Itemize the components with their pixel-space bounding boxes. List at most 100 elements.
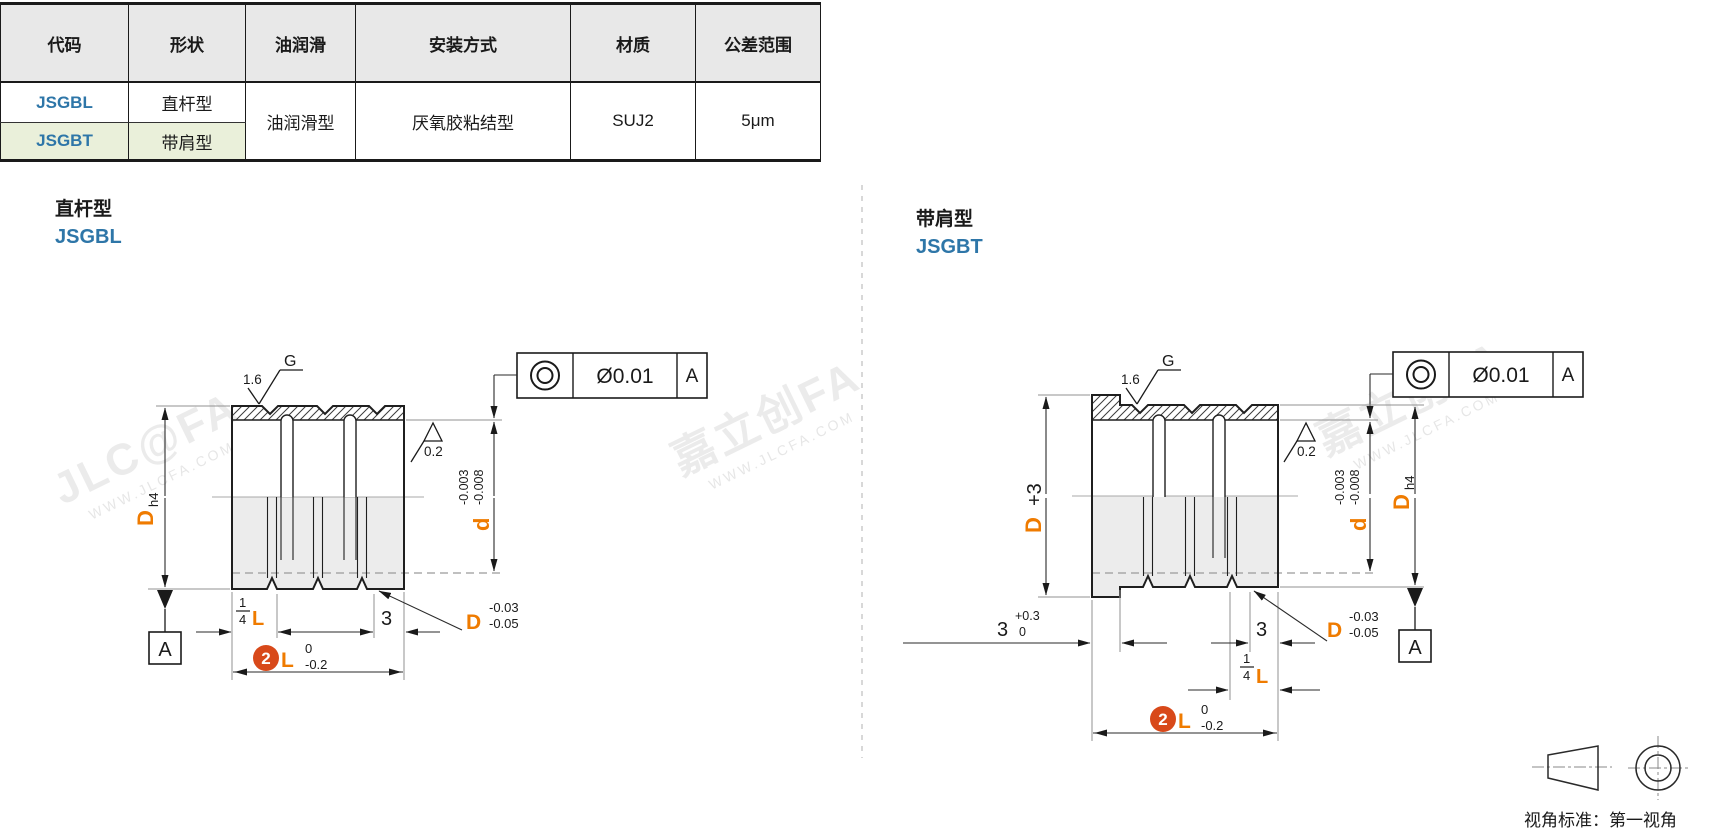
left-section-title: 直杆型 [55,199,113,220]
cell-tolerance: 5μm [695,82,821,162]
datum-ref: A [686,366,699,387]
cell-code-jsgbt: JSGBT [0,122,129,162]
dim-label-d: d [469,518,494,531]
left-lower-grooves [266,497,368,578]
cone-front-view [1635,745,1681,791]
right-drawing: 1.6 G 0.2 Ø0.01 A [903,351,1584,741]
cell-lubrication: 油润滑型 [245,82,356,162]
left-top-notch [369,405,385,414]
left-surface-mark-top: 1.6 G [243,353,303,405]
concentricity-icon [530,360,560,391]
right-dim-shoulder-diameter: D +3 [1021,394,1090,598]
left-body-lower-fill [232,497,404,589]
tol-lower: -0.2 [1201,718,1223,733]
right-feature-control-frame: Ø0.01 A [1366,351,1584,419]
left-bottom-notch [357,578,367,590]
right-bottom-notch [1227,576,1237,588]
tol-lower: -0.05 [1349,625,1379,640]
note-badge-2 [1150,706,1176,732]
note-badge-2 [253,645,279,671]
left-top-notch [317,405,333,414]
roughness-value: 0.2 [424,444,443,459]
datum-triangle [157,590,173,609]
right-dim-outer-diameter: D h4 [1280,404,1424,588]
roughness-value: 1.6 [1121,372,1140,387]
tol-upper: -0.003 [457,470,471,505]
dim-label-L: L [252,608,264,630]
header-shape: 形状 [128,2,246,83]
tol-lower: -0.008 [472,470,486,505]
right-section-title: 带肩型 [916,209,974,230]
cone-front-view [1644,754,1672,782]
left-top-notch [262,405,278,414]
dim-label-d: d [1346,518,1371,531]
right-bottom-notch [1185,576,1195,588]
right-surface-mark-top: 1.6 G [1121,353,1181,405]
dim-label-L: L [1178,710,1191,733]
view-standard-note: 视角标准：第一视角 [1524,811,1677,830]
tol-upper: +0.3 [1015,609,1040,623]
datum-label: A [1408,637,1422,659]
tol-lower: -0.008 [1348,470,1362,505]
concentricity-tolerance: Ø0.01 [1472,364,1529,387]
frac-num: 1 [239,595,246,610]
frac-den: 4 [239,612,246,627]
left-body-outline [231,405,405,590]
groove-label: G [1162,353,1174,370]
cell-code-jsgbl: JSGBL [0,82,129,123]
tol-upper: -0.03 [1349,609,1379,624]
right-dim-bottom: 3 +0.3 0 3 D -0.03 -0.05 1 4 L [903,590,1379,741]
right-body-outline [1091,394,1279,598]
cell-shape-straight: 直杆型 [128,82,246,123]
note-badge-number: 2 [261,649,270,668]
right-top-notch [1236,404,1252,413]
groove-label: G [284,353,296,370]
tol-lower: -0.2 [305,657,327,672]
table-row: JSGBT 带肩型 [0,122,821,162]
dim-label-plus3: +3 [1024,483,1046,506]
dim-label-L: L [1256,666,1268,688]
header-lubrication: 油润滑 [245,2,356,83]
left-datum-target: A [148,590,182,665]
datum-label: A [158,639,172,661]
right-oil-slot [1212,414,1226,497]
dim-label-D: D [1021,517,1046,533]
dim-end-3: 3 [381,608,392,630]
right-dim-inner-diameter: -0.003 -0.008 d [1280,419,1378,572]
table-row: JSGBL 直杆型 油润滑型 厌氧胶粘结型 SUJ2 5μm [0,82,821,162]
dim-label-h4: h4 [146,493,161,507]
tol-lower: 0 [1019,625,1026,639]
tol-lower: -0.05 [489,616,519,631]
left-oil-slot [280,414,294,497]
left-section-code: JSGBL [55,226,122,248]
datum-triangle [1407,588,1423,607]
left-dim-bottom: 1 4 L 3 D -0.03 -0.05 2 L 0 -0.2 [196,590,519,680]
right-datum-target: A [1398,588,1432,663]
header-code: 代码 [0,2,129,83]
dim-label-D: D [133,510,158,526]
cell-shape-shoulder: 带肩型 [128,122,246,162]
header-material: 材质 [570,2,696,83]
dim-label-D: D [466,611,481,634]
right-section-code: JSGBT [916,236,983,258]
tol-upper: -0.003 [1333,470,1347,505]
concentricity-icon [536,367,554,384]
header-tolerance: 公差范围 [695,2,821,83]
left-dim-outer-diameter: D h4 [133,405,230,590]
right-flange-hatch [1092,395,1120,420]
tol-upper: 0 [305,641,312,656]
left-oil-slot [343,414,357,497]
roughness-value: 1.6 [243,372,262,387]
left-feature-control-frame: Ø0.01 A [490,352,708,419]
left-drawing: 1.6 G 0.2 Ø0.01 A [133,352,708,680]
dim-shoulder-3: 3 [997,619,1008,641]
spec-table-header-row: 代码 形状 油润滑 安装方式 材质 公差范围 [0,2,821,83]
right-body-lower-fill [1120,496,1278,587]
cell-material: SUJ2 [570,82,696,162]
dim-label-L: L [281,649,294,672]
left-bottom-notch [267,578,277,590]
concentricity-icon [1412,366,1430,383]
roughness-value: 0.2 [1297,444,1316,459]
